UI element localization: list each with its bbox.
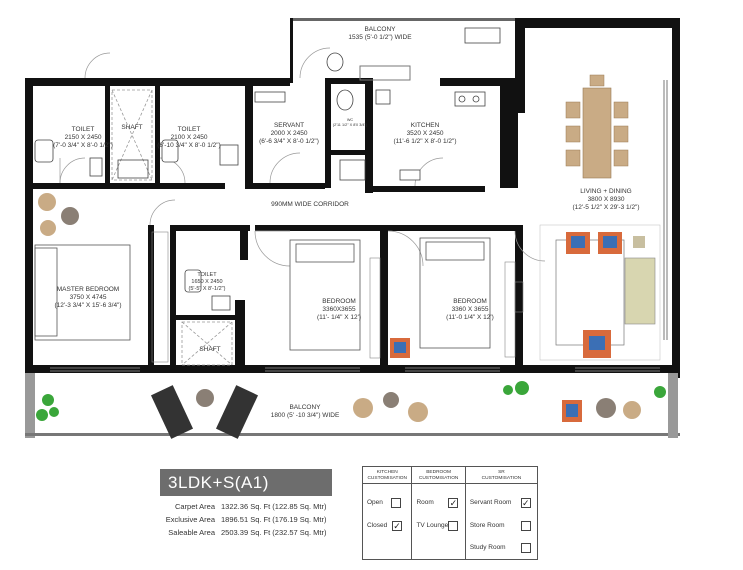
walls xyxy=(25,18,680,438)
area-row-saleable: Saleable Area 2503.39 Sq. Ft (232.57 Sq.… xyxy=(168,528,327,537)
living-furniture xyxy=(390,232,656,422)
fixtures xyxy=(34,27,501,311)
checkbox-bedroom-room[interactable]: ✓ xyxy=(448,498,459,508)
label-shaft-1: SHAFT xyxy=(121,124,143,131)
sr-option-study-room[interactable]: Study Room xyxy=(469,544,506,551)
area-table: Carpet Area 1322.36 Sq. Ft (122.85 Sq. M… xyxy=(160,500,332,539)
shafts xyxy=(111,89,233,366)
checkbox-kitchen-closed[interactable]: ✓ xyxy=(392,521,402,531)
kitchen-option-closed[interactable]: Closed xyxy=(367,522,388,529)
area-row-carpet: Carpet Area 1322.36 Sq. Ft (122.85 Sq. M… xyxy=(174,502,327,511)
plants xyxy=(36,381,666,421)
balcony-furniture xyxy=(38,193,641,439)
sr-option-servant-room[interactable]: Servant Room xyxy=(469,499,512,506)
beds xyxy=(34,237,491,351)
checkbox-sr-servant-room[interactable]: ✓ xyxy=(520,498,531,508)
checkbox-sr-study-room[interactable] xyxy=(520,543,531,553)
wardrobes xyxy=(151,231,524,363)
checkbox-kitchen-open[interactable] xyxy=(391,498,401,508)
checkbox-sr-store-room[interactable] xyxy=(520,521,531,531)
kitchen-option-open[interactable]: Open xyxy=(367,499,383,506)
rugs xyxy=(539,224,661,361)
bedroom-option-room[interactable]: Room xyxy=(416,499,434,506)
door-swings xyxy=(59,47,546,267)
dining-table xyxy=(565,74,629,179)
unit-title: 3LDK+S(A1) xyxy=(160,469,332,496)
bedroom-option-tv-lounge[interactable]: TV Lounge xyxy=(416,522,449,529)
label-shaft-2: SHAFT xyxy=(199,346,221,353)
windows xyxy=(50,65,668,372)
area-row-exclusive: Exclusive Area 1896.51 Sq. Ft (176.19 Sq… xyxy=(165,515,327,524)
checkbox-bedroom-tv-lounge[interactable] xyxy=(448,521,459,531)
label-corridor: 990MM WIDE CORRIDOR xyxy=(271,201,349,208)
sr-option-store-room[interactable]: Store Room xyxy=(469,522,505,529)
label-wc: WC(2'11 1/2" X 8'0 3/4") xyxy=(332,118,368,127)
